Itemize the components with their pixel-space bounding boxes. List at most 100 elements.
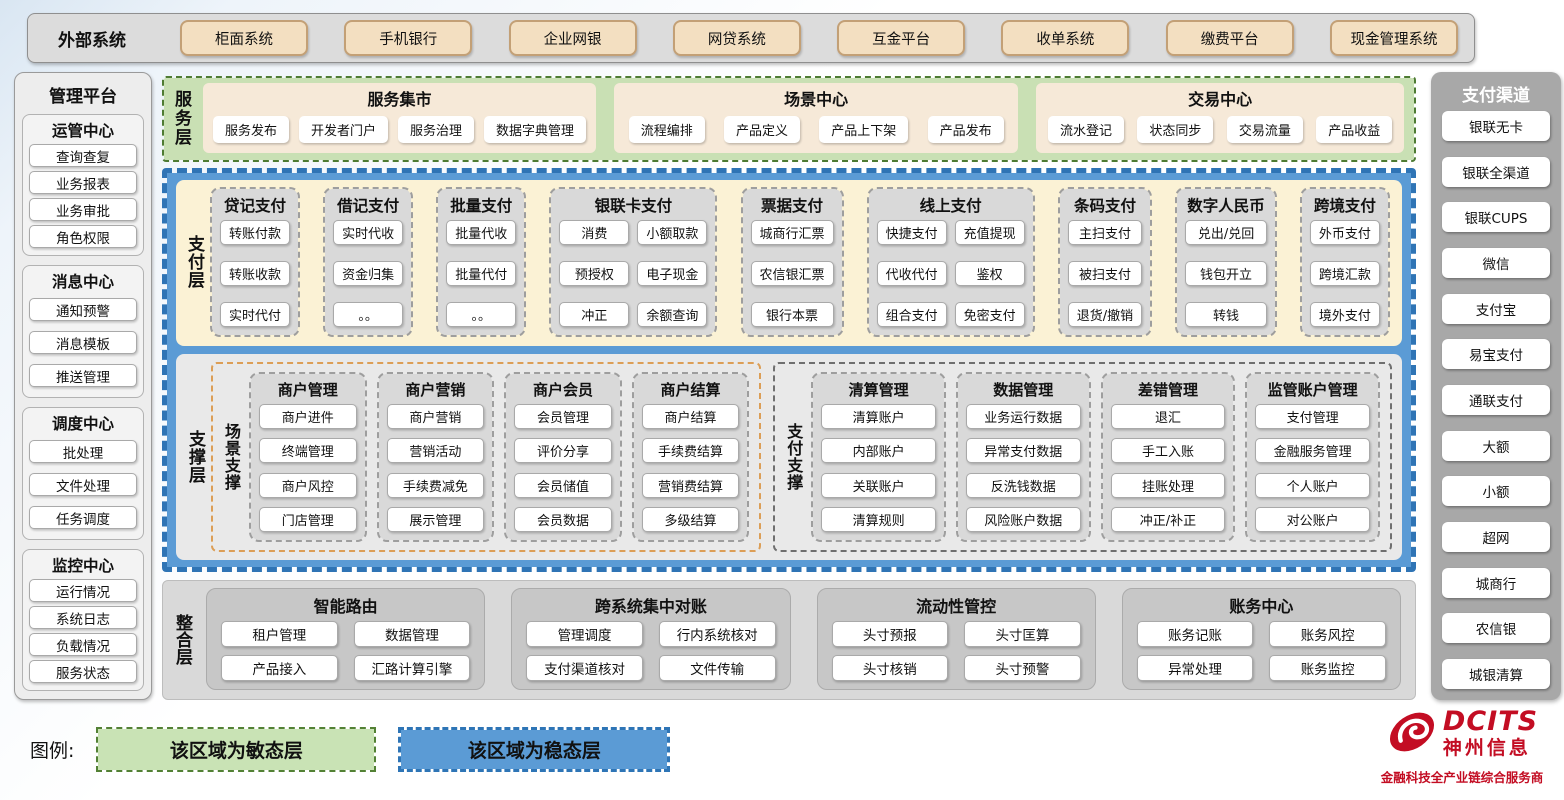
support-zone-gray: 支付支撑清算管理清算账户内部账户关联账户清算规则数据管理业务运行数据异常支付数据… xyxy=(773,362,1392,552)
payment-group: 银联卡支付消费小额取款预授权电子现金冲正余额查询 xyxy=(549,187,718,337)
payment-item-box: 实时代付 xyxy=(220,302,291,327)
integration-group: 跨系统集中对账管理调度行内系统核对支付渠道核对文件传输 xyxy=(511,588,791,690)
support-zone-label: 场景支撑 xyxy=(222,423,241,491)
support-group: 商户管理商户进件终端管理商户风控门店管理 xyxy=(249,372,367,542)
integration-group-items: 管理调度行内系统核对支付渠道核对文件传输 xyxy=(526,621,776,681)
support-group: 商户会员会员管理评价分享会员储值会员数据 xyxy=(504,372,622,542)
payment-group: 数字人民币兑出/兑回钱包开立转钱 xyxy=(1175,187,1277,337)
payment-group: 线上支付快捷支付充值提现代收代付鉴权组合支付免密支付 xyxy=(866,187,1035,337)
payment-group-title: 跨境支付 xyxy=(1313,197,1376,215)
service-group-items: 服务发布开发者门户服务治理数据字典管理 xyxy=(213,113,587,146)
dcits-slogan-text: 金融科技全产业链综合服务商 xyxy=(1380,770,1544,785)
payment-group-title: 票据支付 xyxy=(761,197,824,215)
support-group-title: 商户会员 xyxy=(532,381,593,399)
management-sections: 运管中心查询查复业务报表业务审批角色权限消息中心通知预警消息模板推送管理调度中心… xyxy=(22,114,144,691)
integration-layer: 整合层 智能路由租户管理数据管理产品接入汇路计算引擎跨系统集中对账管理调度行内系… xyxy=(162,580,1416,700)
service-layer-label: 服务层 xyxy=(171,89,191,147)
support-item-box: 退汇 xyxy=(1110,404,1226,429)
external-system-box: 互金平台 xyxy=(837,20,966,56)
support-item-box: 内部账户 xyxy=(821,438,936,464)
integration-item-box: 支付渠道核对 xyxy=(526,655,643,681)
external-systems-label: 外部系统 xyxy=(58,30,126,51)
management-section: 监控中心运行情况系统日志负载情况服务状态 xyxy=(22,549,144,691)
payment-group-items: 主扫支付被扫支付退货/撤销 xyxy=(1067,220,1143,327)
management-item-box: 系统日志 xyxy=(29,606,137,629)
payment-item-box: 批量代收 xyxy=(446,220,517,245)
integration-group: 智能路由租户管理数据管理产品接入汇路计算引擎 xyxy=(206,588,486,690)
management-section-items: 批处理文件处理任务调度 xyxy=(29,437,137,532)
management-section-title: 消息中心 xyxy=(51,273,114,291)
payment-item-box: 被扫支付 xyxy=(1067,261,1143,286)
support-item-box: 门店管理 xyxy=(259,506,357,532)
service-group: 服务集市服务发布开发者门户服务治理数据字典管理 xyxy=(203,83,597,153)
service-group: 场景中心流程编排产品定义产品上下架产品发布 xyxy=(614,83,1019,153)
payment-item-box: 外币支付 xyxy=(1309,220,1380,245)
integration-group: 账务中心账务记账账务风控异常处理账务监控 xyxy=(1121,588,1401,690)
dcits-logo-row: DCITS 神州信息 xyxy=(1386,706,1538,762)
support-item-box: 商户进件 xyxy=(259,404,357,429)
payment-group-title: 条码支付 xyxy=(1073,197,1136,215)
management-platform-panel: 管理平台 运管中心查询查复业务报表业务审批角色权限消息中心通知预警消息模板推送管… xyxy=(14,72,152,700)
support-group: 差错管理退汇手工入账挂账处理冲正/补正 xyxy=(1100,372,1236,542)
support-group-items: 商户结算手续费结算营销费结算多级结算 xyxy=(641,404,740,532)
support-item-box: 手工入账 xyxy=(1110,438,1226,464)
integration-item-box: 账务监控 xyxy=(1269,655,1386,681)
management-item-box: 任务调度 xyxy=(29,506,137,529)
service-group: 交易中心流水登记状态同步交易流量产品收益 xyxy=(1036,83,1404,153)
support-group: 清算管理清算账户内部账户关联账户清算规则 xyxy=(811,372,946,542)
payment-item-box: 兑出/兑回 xyxy=(1185,220,1267,245)
support-group-items: 商户营销营销活动手续费减免展示管理 xyxy=(386,404,485,532)
service-item-box: 服务治理 xyxy=(398,116,475,143)
payment-item-box: 组合支付 xyxy=(876,302,947,327)
support-layer-label: 支撑层 xyxy=(185,430,205,484)
management-item-box: 批处理 xyxy=(29,440,137,463)
support-item-box: 商户营销 xyxy=(386,404,485,429)
payment-channels-title: 支付渠道 xyxy=(1462,86,1530,106)
payment-group-items: 转账付款转账收款实时代付 xyxy=(220,220,291,327)
support-item-box: 手续费减免 xyxy=(386,472,485,498)
payment-channel-box: 银联CUPS xyxy=(1442,202,1550,233)
management-item-box: 消息模板 xyxy=(29,331,137,354)
integration-item-box: 账务记账 xyxy=(1136,621,1254,647)
integration-item-box: 租户管理 xyxy=(221,621,338,647)
management-item-box: 推送管理 xyxy=(29,364,137,387)
support-group-title: 清算管理 xyxy=(848,381,909,399)
payment-group: 贷记支付转账付款转账收款实时代付 xyxy=(210,187,301,337)
service-item-box: 流水登记 xyxy=(1047,116,1124,143)
service-item-box: 产品收益 xyxy=(1316,116,1393,143)
dcits-logo-texts: DCITS 神州信息 xyxy=(1443,708,1538,759)
payment-item-box: 城商行汇票 xyxy=(750,220,834,245)
external-system-box: 柜面系统 xyxy=(180,20,308,56)
payment-item-box: 消费 xyxy=(559,220,630,245)
service-layer: 服务层 服务集市服务发布开发者门户服务治理数据字典管理场景中心流程编排产品定义产… xyxy=(162,76,1416,162)
payment-group-items: 实时代收资金归集。。 xyxy=(333,220,404,327)
dcits-brand-text: DCITS xyxy=(1442,706,1539,738)
integration-group-items: 头寸预报头寸匡算头寸核销头寸预警 xyxy=(831,621,1081,681)
support-item-box: 多级结算 xyxy=(641,506,740,532)
legend-stable-box: 该区域为稳态层 xyxy=(398,727,671,772)
external-system-box: 收单系统 xyxy=(1001,20,1130,56)
payment-channel-box: 银联无卡 xyxy=(1442,111,1550,141)
payment-item-box: 退货/撤销 xyxy=(1067,302,1143,327)
payment-item-box: 实时代收 xyxy=(333,220,404,245)
support-layer-zones: 场景支撑商户管理商户进件终端管理商户风控门店管理商户营销商户营销营销活动手续费减… xyxy=(211,362,1392,552)
integration-item-box: 头寸预报 xyxy=(831,621,949,647)
support-group: 商户结算商户结算手续费结算营销费结算多级结算 xyxy=(631,372,750,542)
payment-item-box: 境外支付 xyxy=(1309,302,1380,327)
support-group-items: 支付管理金融服务管理个人账户对公账户 xyxy=(1255,404,1370,532)
payment-item-box: 余额查询 xyxy=(637,302,708,327)
integration-item-box: 产品接入 xyxy=(221,655,338,681)
support-item-box: 清算规则 xyxy=(821,506,936,532)
support-item-box: 会员管理 xyxy=(514,404,612,429)
support-group-title: 商户管理 xyxy=(277,381,338,399)
support-item-box: 反洗钱数据 xyxy=(965,472,1081,498)
external-system-box: 企业网银 xyxy=(508,20,637,56)
payment-channel-box: 农信银 xyxy=(1442,613,1550,644)
dcits-company-text: 神州信息 xyxy=(1442,736,1531,759)
support-item-box: 挂账处理 xyxy=(1110,472,1226,498)
service-group-items: 流水登记状态同步交易流量产品收益 xyxy=(1046,113,1394,146)
management-item-box: 运行情况 xyxy=(29,579,137,602)
dcits-swirl-icon xyxy=(1386,706,1438,762)
